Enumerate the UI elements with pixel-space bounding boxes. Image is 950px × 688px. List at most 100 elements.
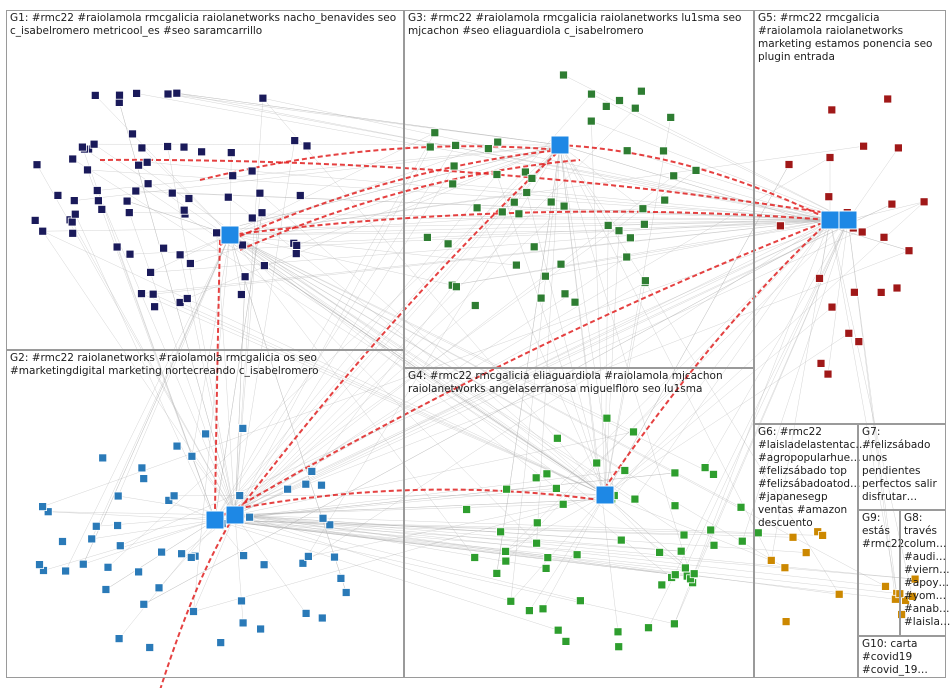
node-square bbox=[904, 246, 914, 256]
edge-line bbox=[674, 219, 849, 624]
node-square bbox=[103, 562, 113, 572]
node-square bbox=[137, 289, 146, 299]
edge-line bbox=[214, 519, 686, 569]
edge-line bbox=[827, 219, 849, 375]
edge-line bbox=[234, 205, 565, 516]
node-square bbox=[660, 195, 670, 205]
node-square bbox=[586, 116, 596, 126]
node-square bbox=[844, 328, 854, 338]
node-square bbox=[124, 208, 134, 218]
node-square bbox=[887, 199, 897, 209]
node-square bbox=[114, 634, 124, 643]
edge-line bbox=[143, 219, 849, 605]
node-square bbox=[128, 129, 137, 139]
group-box-g4: G4: #rmc22 rmcgalicia eliaguardiola #rai… bbox=[404, 368, 754, 678]
edge-line bbox=[604, 164, 790, 496]
node-square bbox=[143, 179, 153, 189]
node-square bbox=[169, 491, 179, 501]
node-square bbox=[521, 167, 530, 177]
edge-line bbox=[214, 488, 557, 521]
highlight-edge bbox=[229, 488, 601, 511]
node-square bbox=[131, 186, 141, 196]
node-square bbox=[509, 197, 519, 207]
edge-line bbox=[529, 494, 606, 611]
node-square bbox=[894, 143, 903, 153]
node-square bbox=[78, 142, 87, 152]
node-square bbox=[137, 463, 147, 473]
edge-line bbox=[91, 519, 216, 540]
edge-line bbox=[452, 183, 849, 221]
node-square bbox=[766, 556, 776, 565]
node-square bbox=[112, 242, 122, 252]
edge-line bbox=[452, 219, 849, 286]
node-square bbox=[238, 423, 248, 433]
node-square bbox=[239, 551, 249, 560]
node-square bbox=[522, 188, 532, 197]
node-square bbox=[443, 239, 453, 249]
node-square bbox=[561, 637, 571, 646]
node-square bbox=[815, 273, 824, 283]
edge-line bbox=[214, 218, 847, 521]
node-square bbox=[622, 146, 632, 156]
edge-line bbox=[229, 234, 686, 569]
edge-line bbox=[225, 144, 561, 230]
edge-line bbox=[604, 225, 609, 496]
edge-line bbox=[214, 519, 682, 552]
node-square bbox=[189, 607, 198, 616]
node-square bbox=[784, 160, 794, 169]
edge-line bbox=[234, 514, 622, 541]
edge-line bbox=[153, 219, 831, 295]
node-square bbox=[552, 483, 561, 493]
node-square bbox=[558, 499, 568, 509]
highlight-edge bbox=[234, 149, 561, 516]
edge-line bbox=[648, 219, 849, 628]
edge-line bbox=[847, 219, 896, 600]
edge-line bbox=[42, 219, 831, 232]
node-square bbox=[115, 90, 124, 100]
node-square bbox=[122, 196, 132, 206]
node-square bbox=[163, 89, 173, 99]
highlight-edge bbox=[239, 159, 581, 251]
edge-line bbox=[604, 494, 772, 561]
node-square bbox=[638, 204, 648, 214]
edge-line bbox=[229, 234, 634, 433]
node-square bbox=[101, 585, 111, 594]
edge-line bbox=[296, 144, 561, 246]
edge-line bbox=[559, 144, 644, 209]
node-square bbox=[87, 534, 97, 544]
edge-line bbox=[136, 93, 831, 221]
edge-line bbox=[214, 212, 263, 521]
edge-line bbox=[229, 208, 643, 236]
edge-line bbox=[150, 234, 231, 273]
edge-line bbox=[214, 519, 897, 594]
node-square bbox=[154, 583, 164, 593]
group-box-g2: G2: #rmc22 raiolanetworks #raiolamola rm… bbox=[6, 350, 404, 678]
node-square bbox=[676, 546, 686, 556]
node-square bbox=[68, 228, 78, 238]
node-square bbox=[876, 287, 886, 297]
node-square bbox=[449, 161, 459, 171]
node-square bbox=[679, 530, 689, 540]
node-square bbox=[78, 559, 88, 569]
edge-line bbox=[174, 494, 606, 497]
node-square bbox=[626, 233, 635, 243]
node-square bbox=[238, 240, 247, 250]
edge-line bbox=[559, 144, 840, 595]
node-square bbox=[187, 451, 197, 461]
node-square bbox=[670, 501, 680, 511]
node-square bbox=[303, 552, 313, 561]
edge-line bbox=[514, 144, 561, 203]
edge-line bbox=[214, 157, 831, 521]
node-square bbox=[94, 196, 103, 206]
node-square bbox=[179, 205, 189, 215]
node-square bbox=[68, 154, 78, 164]
node-square bbox=[824, 192, 834, 202]
group-label-g3: G3: #rmc22 #raiolamola rmcgalicia raiola… bbox=[408, 12, 742, 37]
edge-line bbox=[65, 234, 231, 572]
edge-line bbox=[129, 212, 236, 516]
node-square bbox=[546, 197, 556, 207]
highlight-edge bbox=[219, 149, 561, 246]
node-square bbox=[825, 153, 835, 162]
node-square bbox=[61, 566, 70, 576]
